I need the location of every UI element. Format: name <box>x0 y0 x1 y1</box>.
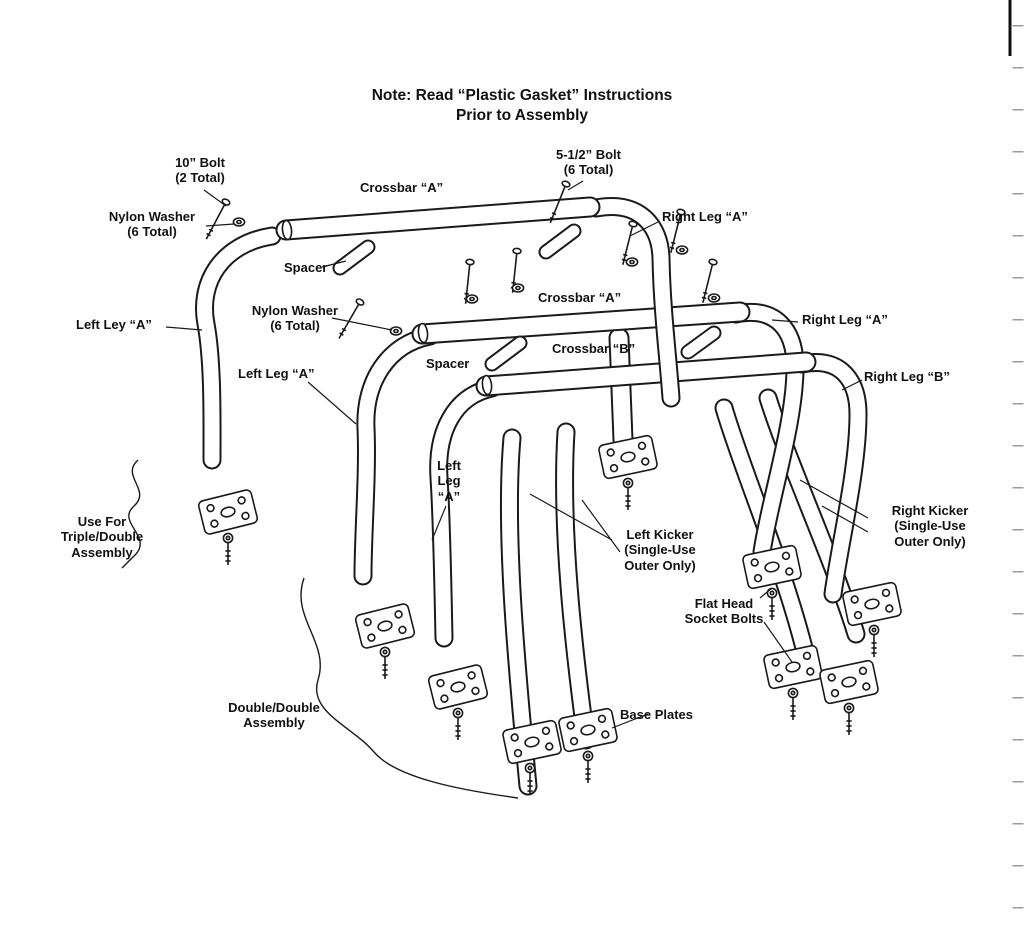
label-use-for-triple-double: Use For Triple/Double Assembly <box>60 514 144 560</box>
label-base-plates: Base Plates <box>620 707 693 722</box>
label-right-kicker: Right Kicker (Single-Use Outer Only) <box>891 503 969 549</box>
label-left-kicker: Left Kicker (Single-Use Outer Only) <box>624 527 696 573</box>
label-right-leg-a-top: Right Leg “A” <box>662 209 748 224</box>
label-left-ley-a: Left Ley “A” <box>76 317 152 332</box>
label-5-1-2in-bolt: 5-1/2” Bolt (6 Total) <box>555 147 621 178</box>
label-spacer-top: Spacer <box>284 260 328 275</box>
page-edge-ticks <box>1008 0 1024 925</box>
assembly-brace-squiggles <box>121 459 519 799</box>
leader-lines <box>165 180 869 729</box>
label-spacer-mid: Spacer <box>426 356 470 371</box>
label-right-leg-b: Right Leg “B” <box>864 369 950 384</box>
label-crossbar-b: Crossbar “B” <box>552 341 636 356</box>
mid-assembly-tubes <box>353 301 868 648</box>
top-assembly-tubes <box>195 196 681 470</box>
label-left-leg-a-mid: Left Leg “A” <box>238 366 315 381</box>
label-crossbar-a-top: Crossbar “A” <box>360 180 444 195</box>
assembly-note: Note: Read “Plastic Gasket” Instructions… <box>371 87 673 125</box>
label-flat-head-socket-bolts: Flat Head Socket Bolts <box>684 596 764 627</box>
label-10in-bolt: 10” Bolt (2 Total) <box>175 155 225 186</box>
label-nylon-washer-top: Nylon Washer (6 Total) <box>108 209 196 240</box>
label-nylon-washer-mid: Nylon Washer (6 Total) <box>251 303 339 334</box>
label-right-leg-a-mid: Right Leg “A” <box>802 312 888 327</box>
label-crossbar-a-mid: Crossbar “A” <box>538 290 622 305</box>
label-double-double-assembly: Double/Double Assembly <box>228 700 320 731</box>
label-left-leg-a-small: Left Leg “A” <box>437 458 461 504</box>
